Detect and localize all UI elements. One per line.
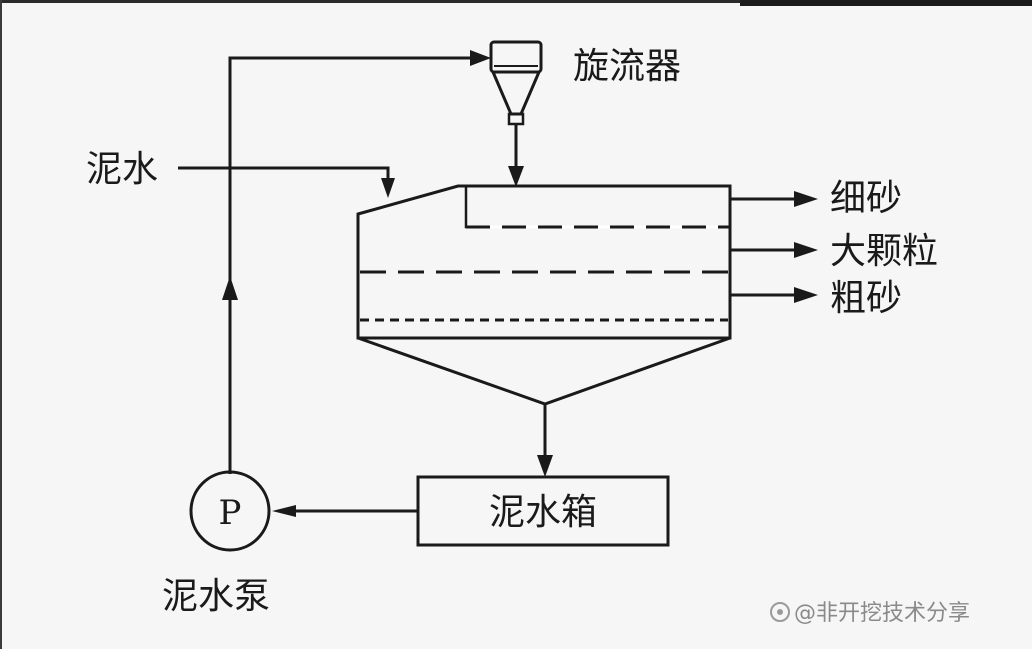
slurry-tank-label: 泥水箱 (489, 492, 597, 533)
separator-tank (356, 184, 732, 406)
inlet-pipe (178, 166, 390, 182)
slurry-inlet-label: 泥水 (86, 149, 158, 190)
suction-arrowhead (272, 505, 296, 517)
slurry-pump-label: 泥水泵 (162, 576, 270, 617)
left-border (0, 0, 2, 649)
watermark-logo-dot (777, 609, 783, 615)
cyclone-head (489, 40, 543, 74)
feed-arrowhead (470, 50, 491, 66)
top-right-border (740, 0, 1032, 6)
feed-pipe (228, 56, 478, 474)
cyclone-label: 旋流器 (573, 46, 681, 87)
watermark-text: @非开挖技术分享 (794, 601, 970, 626)
underflow-arrowhead (508, 166, 524, 187)
slurry-pump-circle (189, 470, 271, 552)
pump-to-cyclone-line (222, 50, 491, 474)
separator-body (356, 184, 732, 340)
fine-sand-label: 细砂 (830, 178, 902, 219)
large-particles-label: 大颗粒 (830, 231, 938, 272)
drain-arrowhead (537, 455, 553, 477)
fine-sand-outlet-arrowhead (794, 191, 818, 207)
coarse-sand-outlet-arrowhead (794, 287, 818, 303)
cyclone-underflow (508, 124, 524, 187)
inlet-arrowhead (381, 178, 395, 198)
separator-to-tank (537, 404, 553, 477)
separator-cone (357, 336, 731, 406)
tank-to-pump-line (272, 505, 418, 517)
cyclone-unit (489, 40, 543, 126)
upflow-arrowhead (222, 276, 238, 300)
inner-baffle (464, 186, 730, 229)
coarse-sand-label: 粗砂 (830, 278, 902, 319)
top-border (0, 0, 1032, 3)
watermark: @非开挖技术分享 (770, 601, 970, 626)
large-particle-outlet-arrowhead (794, 242, 818, 258)
pump-symbol: P (219, 493, 242, 533)
outlet-arrows (730, 191, 818, 303)
slurry-inlet (178, 166, 395, 198)
cyclone-cone (490, 70, 542, 116)
watermark-logo-icon (770, 602, 790, 622)
